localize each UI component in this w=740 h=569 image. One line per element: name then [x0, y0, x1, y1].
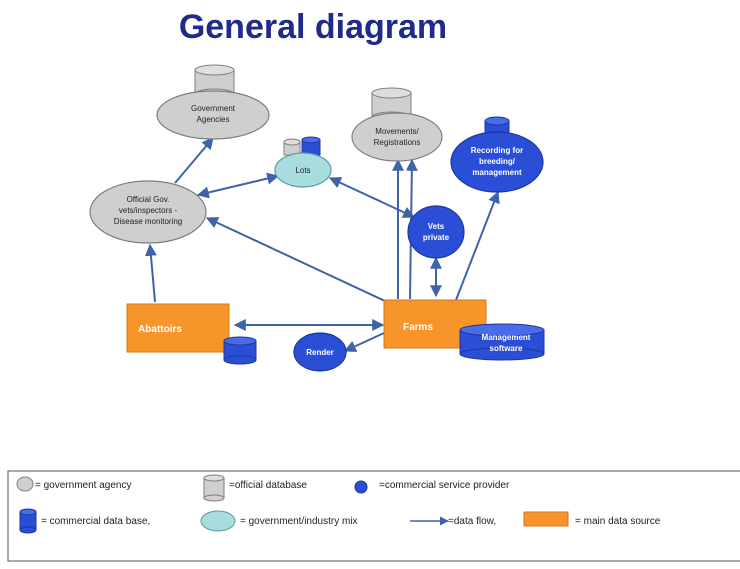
legend-government-agency: = government agency — [35, 480, 131, 491]
commercial-service-provider-ellipse — [407, 205, 465, 259]
government-agencies-line-1: Government — [191, 104, 236, 113]
official-gov-line-1: Official Gov. — [127, 195, 170, 204]
arrow-farms-to-official — [205, 217, 386, 302]
node-management-software: Management software — [459, 323, 545, 361]
lots-label: Lots — [295, 166, 310, 175]
legend-main-data-source: = main data source — [575, 516, 661, 527]
commercial-service-provider-ellipse — [450, 131, 544, 193]
legend-official-database: =official database — [229, 480, 307, 491]
node-movements-registrations: Movements/ Registrations — [351, 87, 443, 162]
official-gov-line-2: vets/inspectors - — [119, 206, 178, 215]
movements-line-2: Registrations — [374, 138, 421, 147]
main-data-source-icon — [523, 511, 569, 527]
commercial-database-icon — [19, 508, 37, 534]
node-vets-private: Vets private — [407, 205, 465, 259]
government-agency-ellipse — [156, 90, 270, 140]
node-official-gov: Official Gov. vets/inspectors - Disease … — [89, 180, 207, 244]
movements-line-1: Movements/ — [375, 127, 419, 136]
government-agency-ellipse — [89, 180, 207, 244]
government-industry-mix-ellipse — [274, 152, 332, 188]
commercial-service-provider-icon — [354, 480, 368, 494]
diagram-title: General diagram — [179, 8, 447, 46]
abattoirs-label: Abattoirs — [138, 324, 182, 335]
legend: = government agency =official database =… — [7, 470, 740, 562]
node-lots: Lots — [274, 136, 332, 188]
vets-line-1: Vets — [428, 222, 445, 231]
node-recording: Recording for breeding/ management — [450, 116, 544, 193]
official-database-icon — [283, 138, 301, 156]
arrow-lots-vets — [328, 177, 416, 218]
recording-line-2: breeding/ — [479, 157, 516, 166]
render-label: Render — [306, 348, 334, 357]
arrow-farms-to-render — [343, 332, 385, 352]
government-agencies-line-2: Agencies — [197, 115, 230, 124]
legend-commercial-service-provider: =commercial service provider — [379, 480, 510, 491]
arrow-official-to-government — [174, 137, 214, 184]
node-render: Render — [293, 332, 347, 372]
node-government-agencies: Government Agencies — [156, 64, 270, 140]
arrow-farms-to-recording — [455, 190, 500, 301]
official-gov-line-3: Disease monitoring — [114, 217, 182, 226]
legend-border — [7, 470, 740, 562]
arrow-abattoirs-to-official — [144, 243, 157, 303]
legend-data-flow: =data flow, — [448, 516, 496, 527]
commercial-database-icon — [301, 136, 321, 156]
government-industry-mix-icon — [200, 510, 236, 532]
data-flow-arrows — [144, 137, 500, 352]
legend-government-industry-mix: = government/industry mix — [240, 516, 358, 527]
arrow-official-lots — [196, 172, 280, 199]
recording-line-3: management — [472, 168, 522, 177]
official-database-icon — [203, 474, 225, 502]
main-data-source-box — [126, 303, 230, 353]
commercial-database-icon — [223, 336, 257, 365]
legend-commercial-data-base: = commercial data base, — [41, 516, 150, 527]
government-agency-ellipse — [351, 112, 443, 162]
vets-line-2: private — [423, 233, 450, 242]
commercial-service-provider-ellipse — [293, 332, 347, 372]
government-agency-icon — [16, 476, 34, 492]
farms-label: Farms — [403, 322, 433, 333]
management-software-line-2: software — [490, 344, 523, 353]
management-software-line-1: Management — [482, 333, 531, 342]
node-abattoirs: Abattoirs — [126, 303, 257, 365]
recording-line-1: Recording for — [471, 146, 523, 155]
official-database-icon — [194, 64, 235, 100]
